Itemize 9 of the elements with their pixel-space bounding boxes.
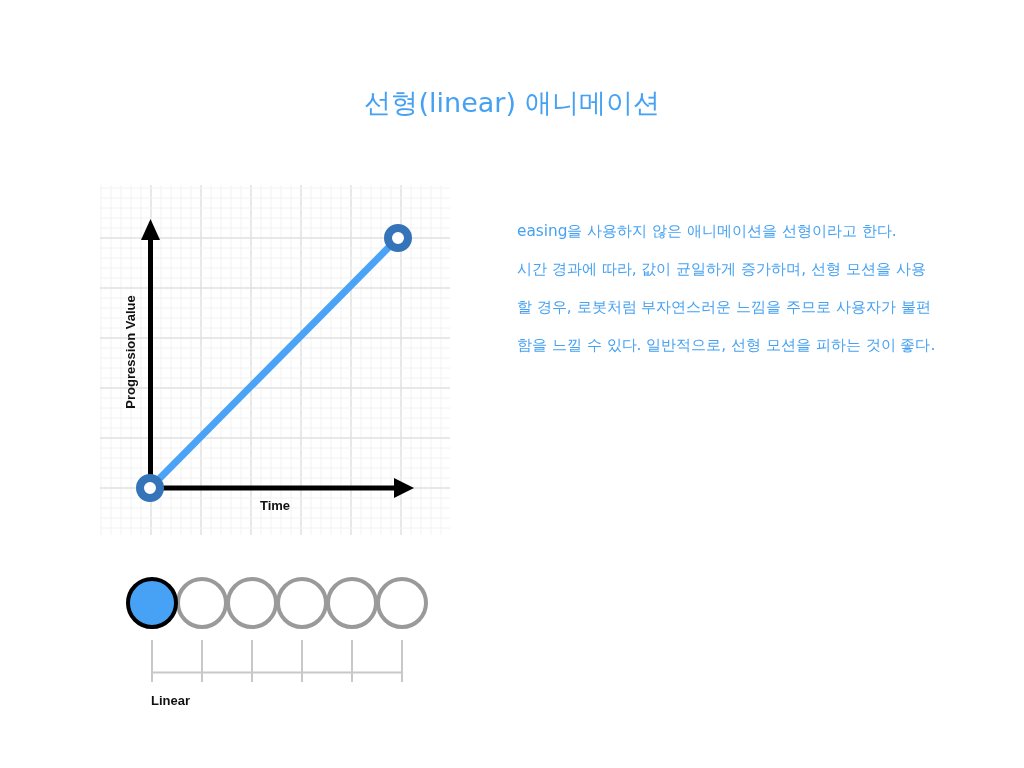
- endpoint-ring: [384, 224, 412, 252]
- endpoint-ring: [136, 474, 164, 502]
- scale-label: Linear: [151, 693, 190, 709]
- plot-line: [157, 245, 391, 481]
- axis-label: Progression Value: [123, 295, 139, 409]
- description-text: 시간 경과에 따라, 값이 균일하게 증가하며, 선형 모션을 사용할 경우, 로봇처럼 부자연스러운 느낌을 주므로 사용자가 불편함을 느낄 수 있다. 일반적으로, 선형 모션을 피하는 것이 좋다.: [517, 259, 937, 356]
- description-text: easing을 사용하지 않은 애니메이션을 선형이라고 한다.: [517, 221, 898, 242]
- title: 선형(linear) 애니메이션: [364, 86, 660, 120]
- axis-label: Time: [259, 498, 291, 514]
